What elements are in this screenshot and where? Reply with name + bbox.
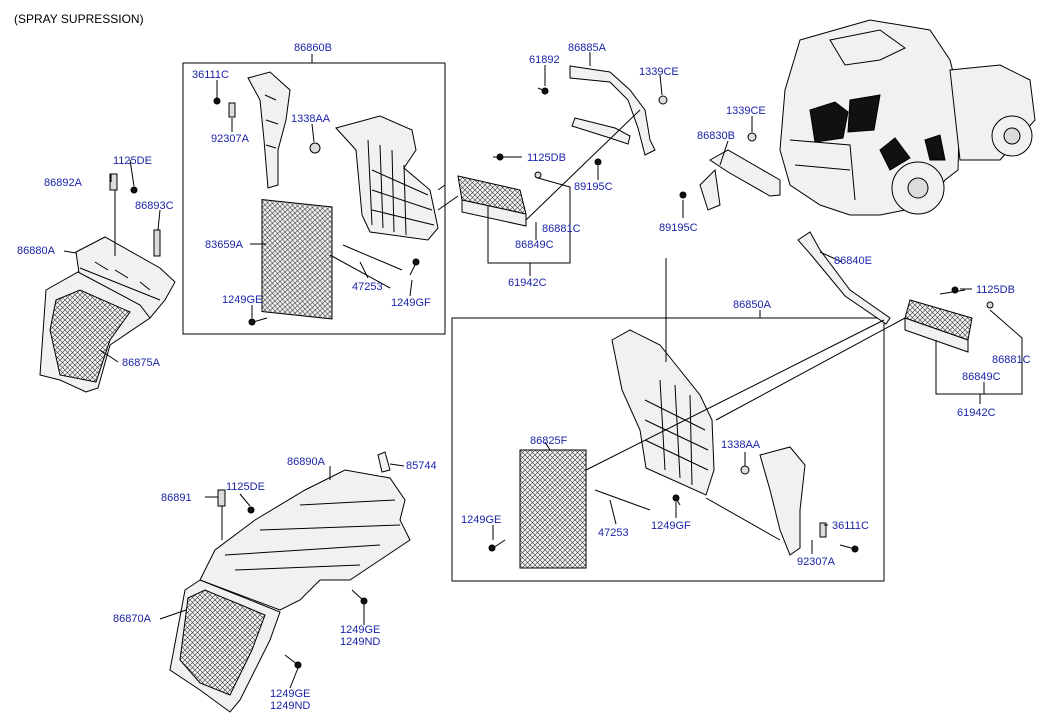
label-1249GE-bottom: 1249GE bbox=[340, 624, 380, 636]
label-1249GE-right: 1249GE bbox=[461, 514, 501, 526]
fender-86890A bbox=[169, 451, 411, 713]
label-36111C: 36111C bbox=[192, 69, 229, 81]
reflector-61942C-right bbox=[904, 286, 994, 353]
label-85744: 85744 bbox=[406, 460, 437, 472]
label-1249ND-bottom: 1249ND bbox=[340, 636, 380, 648]
callout-labels: 86860B 36111C 92307A 1338AA 83659A 1249G… bbox=[17, 42, 1031, 712]
label-1125DE-bottom: 1125DE bbox=[226, 481, 265, 493]
label-1249GE: 1249GE bbox=[222, 294, 262, 306]
mud-flap-86825F bbox=[519, 449, 587, 569]
label-86881C-right: 86881C bbox=[992, 354, 1031, 366]
tube-bracket-86830B bbox=[679, 132, 781, 211]
label-83659A: 83659A bbox=[205, 239, 244, 251]
label-1339CE: 1339CE bbox=[639, 66, 679, 78]
label-1125DB: 1125DB bbox=[527, 152, 566, 164]
label-47253-right: 47253 bbox=[598, 527, 629, 539]
label-89195C: 89195C bbox=[574, 181, 613, 193]
label-86850A: 86850A bbox=[733, 299, 772, 311]
label-1125DE: 1125DE bbox=[113, 155, 152, 167]
label-86875A: 86875A bbox=[122, 357, 161, 369]
left-assembly-frame bbox=[182, 62, 446, 335]
label-86880A: 86880A bbox=[17, 245, 56, 257]
mud-flap-83659A bbox=[261, 198, 333, 320]
label-92307A: 92307A bbox=[211, 133, 250, 145]
fender-86880A bbox=[39, 173, 176, 393]
diagram-header: (SPRAY SUPRESSION) bbox=[14, 12, 144, 26]
label-61892: 61892 bbox=[529, 54, 560, 66]
mudguard-bracket-86850A bbox=[611, 329, 715, 496]
label-86892A: 86892A bbox=[44, 177, 83, 189]
label-86893C: 86893C bbox=[135, 200, 174, 212]
label-86830B: 86830B bbox=[697, 130, 735, 142]
label-92307A-right: 92307A bbox=[797, 556, 836, 568]
small-hardware-right bbox=[488, 465, 859, 553]
label-61942C: 61942C bbox=[508, 277, 547, 289]
label-1249GE-lower: 1249GE bbox=[270, 688, 310, 700]
label-1338AA-right: 1338AA bbox=[721, 439, 761, 451]
label-1339CE-right: 1339CE bbox=[726, 105, 766, 117]
label-86849C: 86849C bbox=[515, 239, 554, 251]
rail-86840E bbox=[797, 231, 891, 325]
label-86870A: 86870A bbox=[113, 613, 152, 625]
label-89195C-right: 89195C bbox=[659, 222, 698, 234]
label-1249ND-lower: 1249ND bbox=[270, 700, 310, 712]
label-47253: 47253 bbox=[352, 281, 383, 293]
reflector-61942C-left bbox=[457, 153, 542, 227]
leader-lines bbox=[63, 52, 1023, 689]
label-86825F: 86825F bbox=[530, 435, 568, 447]
side-trim-92307A bbox=[247, 71, 291, 189]
truck-cab-illustration bbox=[779, 19, 1036, 216]
label-1249GF-right: 1249GF bbox=[651, 520, 691, 532]
label-1125DB-right: 1125DB bbox=[976, 284, 1015, 296]
label-86840E: 86840E bbox=[834, 255, 872, 267]
label-86849C-right: 86849C bbox=[962, 371, 1001, 383]
small-hardware-left bbox=[213, 85, 420, 326]
label-86891: 86891 bbox=[161, 492, 192, 504]
mudguard-bracket-86860B bbox=[335, 115, 439, 241]
right-assembly-frame bbox=[451, 317, 885, 582]
label-86881C: 86881C bbox=[542, 223, 581, 235]
label-86860B: 86860B bbox=[294, 42, 332, 54]
label-86885A: 86885A bbox=[568, 42, 607, 54]
tube-bracket-86885A bbox=[537, 65, 668, 166]
label-86890A: 86890A bbox=[287, 456, 326, 468]
label-1249GF: 1249GF bbox=[391, 297, 431, 309]
side-trim-92307A-right bbox=[759, 446, 806, 556]
label-1338AA: 1338AA bbox=[291, 113, 331, 125]
label-36111C-right: 36111C bbox=[832, 520, 869, 532]
label-61942C-right: 61942C bbox=[957, 407, 996, 419]
